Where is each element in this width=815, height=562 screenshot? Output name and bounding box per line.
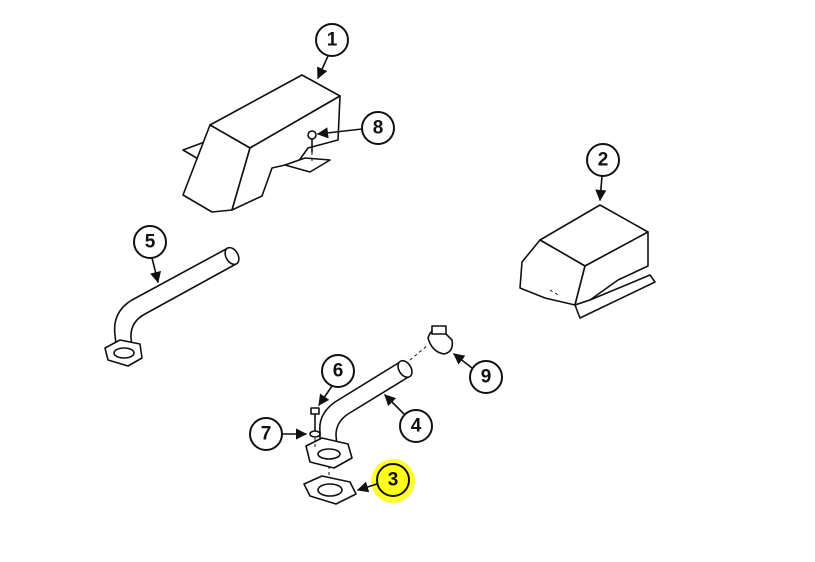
- callout-8-label: 8: [373, 118, 384, 139]
- callout-4: 4: [384, 394, 433, 443]
- callout-3-label: 3: [388, 470, 399, 491]
- exhaust-pipe-lower-part: [305, 359, 413, 469]
- callout-6-label: 6: [333, 361, 344, 382]
- callout-7: 7: [249, 417, 308, 451]
- gasket-part: [303, 466, 357, 505]
- clamp-part: [409, 325, 454, 361]
- callout-1-label: 1: [327, 30, 338, 51]
- callout-9: 9: [453, 353, 503, 394]
- cover-upper-part: [182, 74, 341, 213]
- screw-part: [307, 130, 317, 162]
- bolt-part: [309, 407, 321, 450]
- callout-3: 3: [356, 459, 415, 503]
- callout-9-label: 9: [481, 367, 492, 388]
- cover-right-part: [519, 204, 656, 319]
- callout-2: 2: [586, 143, 620, 202]
- callout-1: 1: [315, 23, 349, 80]
- callout-7-label: 7: [261, 424, 272, 445]
- callout-8: 8: [316, 111, 395, 145]
- exhaust-pipe-left-part: [104, 246, 240, 367]
- callout-6: 6: [318, 354, 355, 406]
- callout-4-label: 4: [411, 416, 422, 437]
- callout-2-label: 2: [598, 150, 609, 171]
- callout-5-label: 5: [145, 232, 156, 253]
- callout-5: 5: [133, 225, 167, 284]
